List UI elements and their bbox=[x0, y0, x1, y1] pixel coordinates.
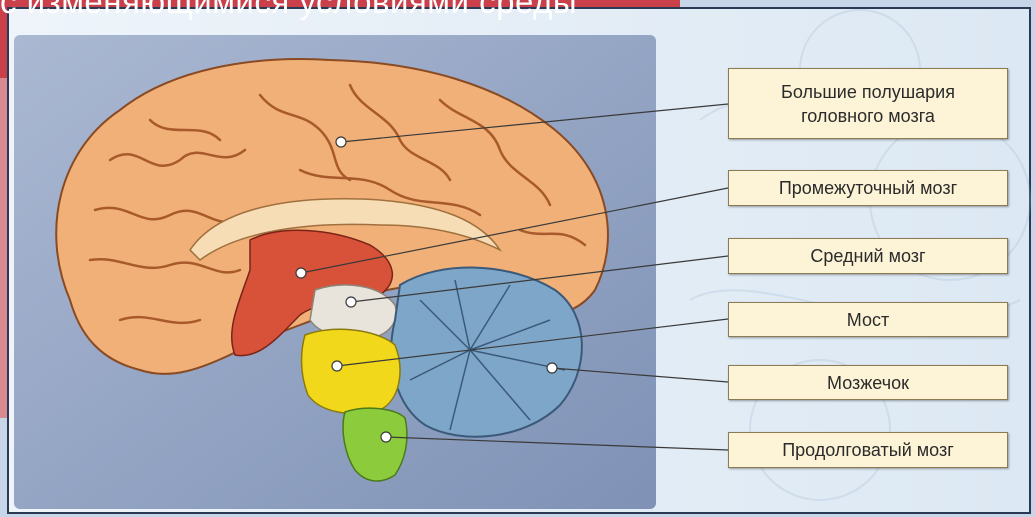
pointer-dot-midbrain bbox=[346, 297, 356, 307]
label-hemispheres-line1: Большие полушария bbox=[781, 80, 955, 104]
label-diencephalon-text: Промежуточный мозг bbox=[779, 176, 957, 200]
pointer-dot-medulla bbox=[381, 432, 391, 442]
pons-region bbox=[302, 329, 400, 413]
label-pons: Мост bbox=[728, 302, 1008, 337]
label-cerebral-hemispheres: Большие полушария головного мозга bbox=[728, 68, 1008, 139]
label-hemispheres-line2: головного мозга bbox=[801, 104, 935, 128]
pointer-dot-diencephalon bbox=[296, 268, 306, 278]
cerebellum-region bbox=[391, 268, 582, 437]
pointer-dot-hemispheres bbox=[336, 137, 346, 147]
label-midbrain-text: Средний мозг bbox=[810, 244, 925, 268]
label-medulla: Продолговатый мозг bbox=[728, 432, 1008, 468]
leader-line-cerebellum bbox=[552, 368, 728, 382]
pointer-dot-pons bbox=[332, 361, 342, 371]
label-diencephalon: Промежуточный мозг bbox=[728, 170, 1008, 206]
leader-line-medulla bbox=[386, 437, 728, 450]
medulla-region bbox=[343, 408, 407, 481]
label-cerebellum: Мозжечок bbox=[728, 365, 1008, 400]
label-cerebellum-text: Мозжечок bbox=[827, 371, 909, 395]
label-pons-text: Мост bbox=[847, 308, 889, 332]
label-medulla-text: Продолговатый мозг bbox=[782, 438, 954, 462]
label-midbrain: Средний мозг bbox=[728, 238, 1008, 274]
pointer-dot-cerebellum bbox=[547, 363, 557, 373]
